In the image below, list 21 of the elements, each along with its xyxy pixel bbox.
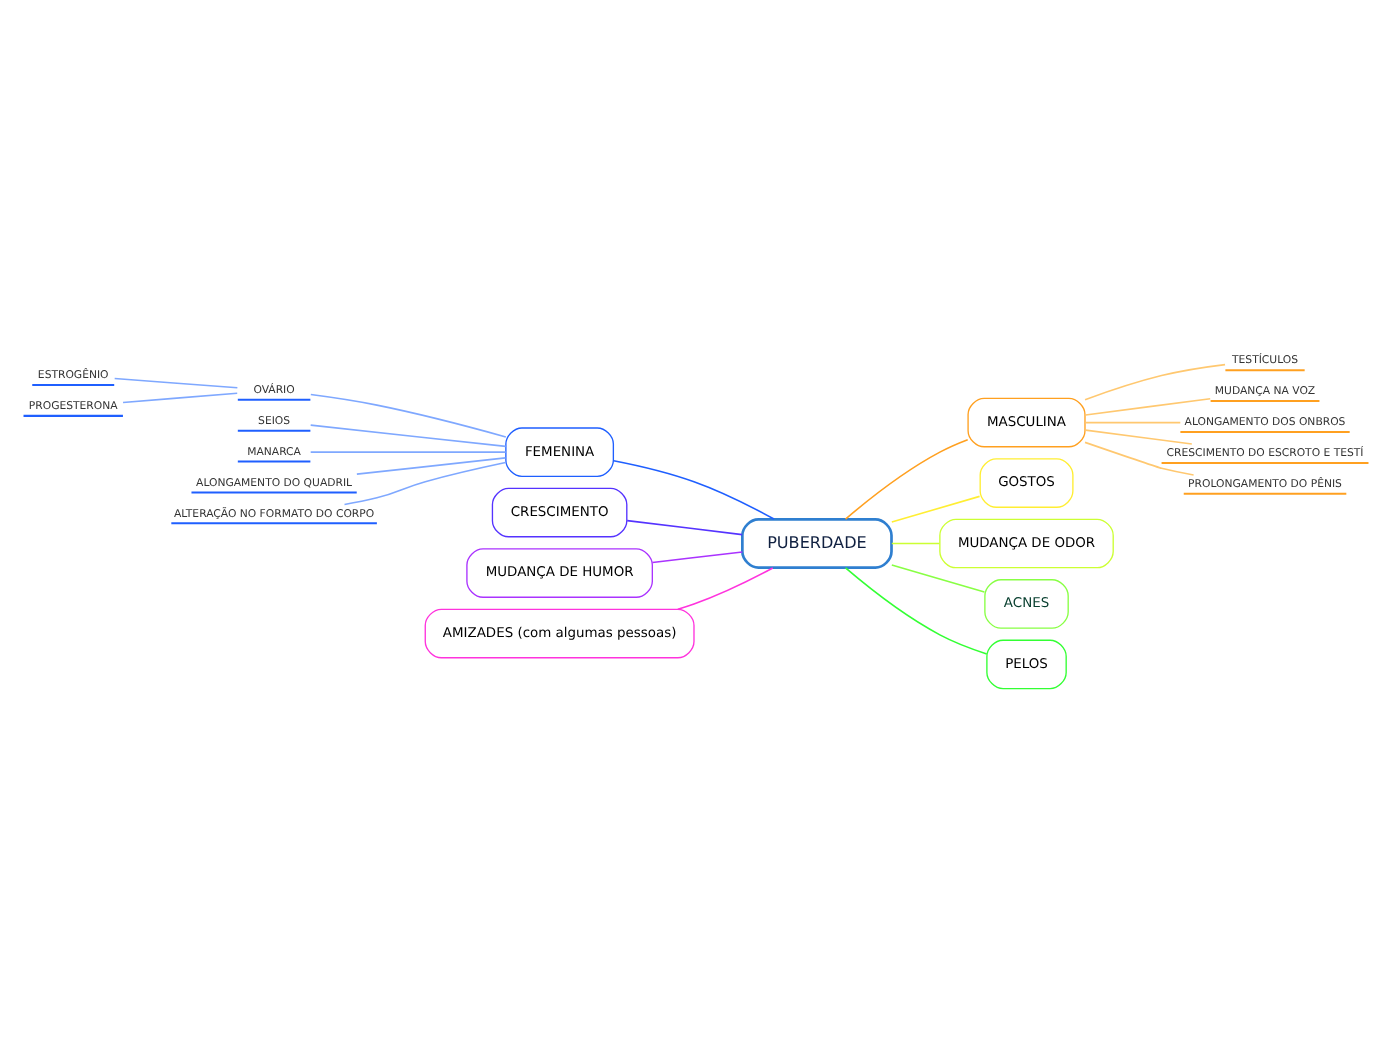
connector [309, 451, 507, 453]
connector [1084, 421, 1182, 424]
connector [1084, 429, 1193, 445]
connector [612, 459, 775, 520]
connector [343, 461, 507, 506]
connector [1084, 397, 1212, 416]
connector [844, 438, 969, 520]
connector [891, 542, 941, 545]
connector [309, 424, 507, 448]
connector [310, 393, 507, 438]
connector [891, 495, 981, 523]
connector [1084, 441, 1195, 476]
connector [677, 567, 774, 611]
connector [1084, 363, 1226, 401]
connector [844, 567, 988, 655]
connector [122, 392, 238, 404]
connector [651, 551, 744, 564]
connector [356, 457, 507, 475]
connector [891, 564, 986, 593]
connector [113, 377, 239, 389]
connector [626, 519, 743, 536]
